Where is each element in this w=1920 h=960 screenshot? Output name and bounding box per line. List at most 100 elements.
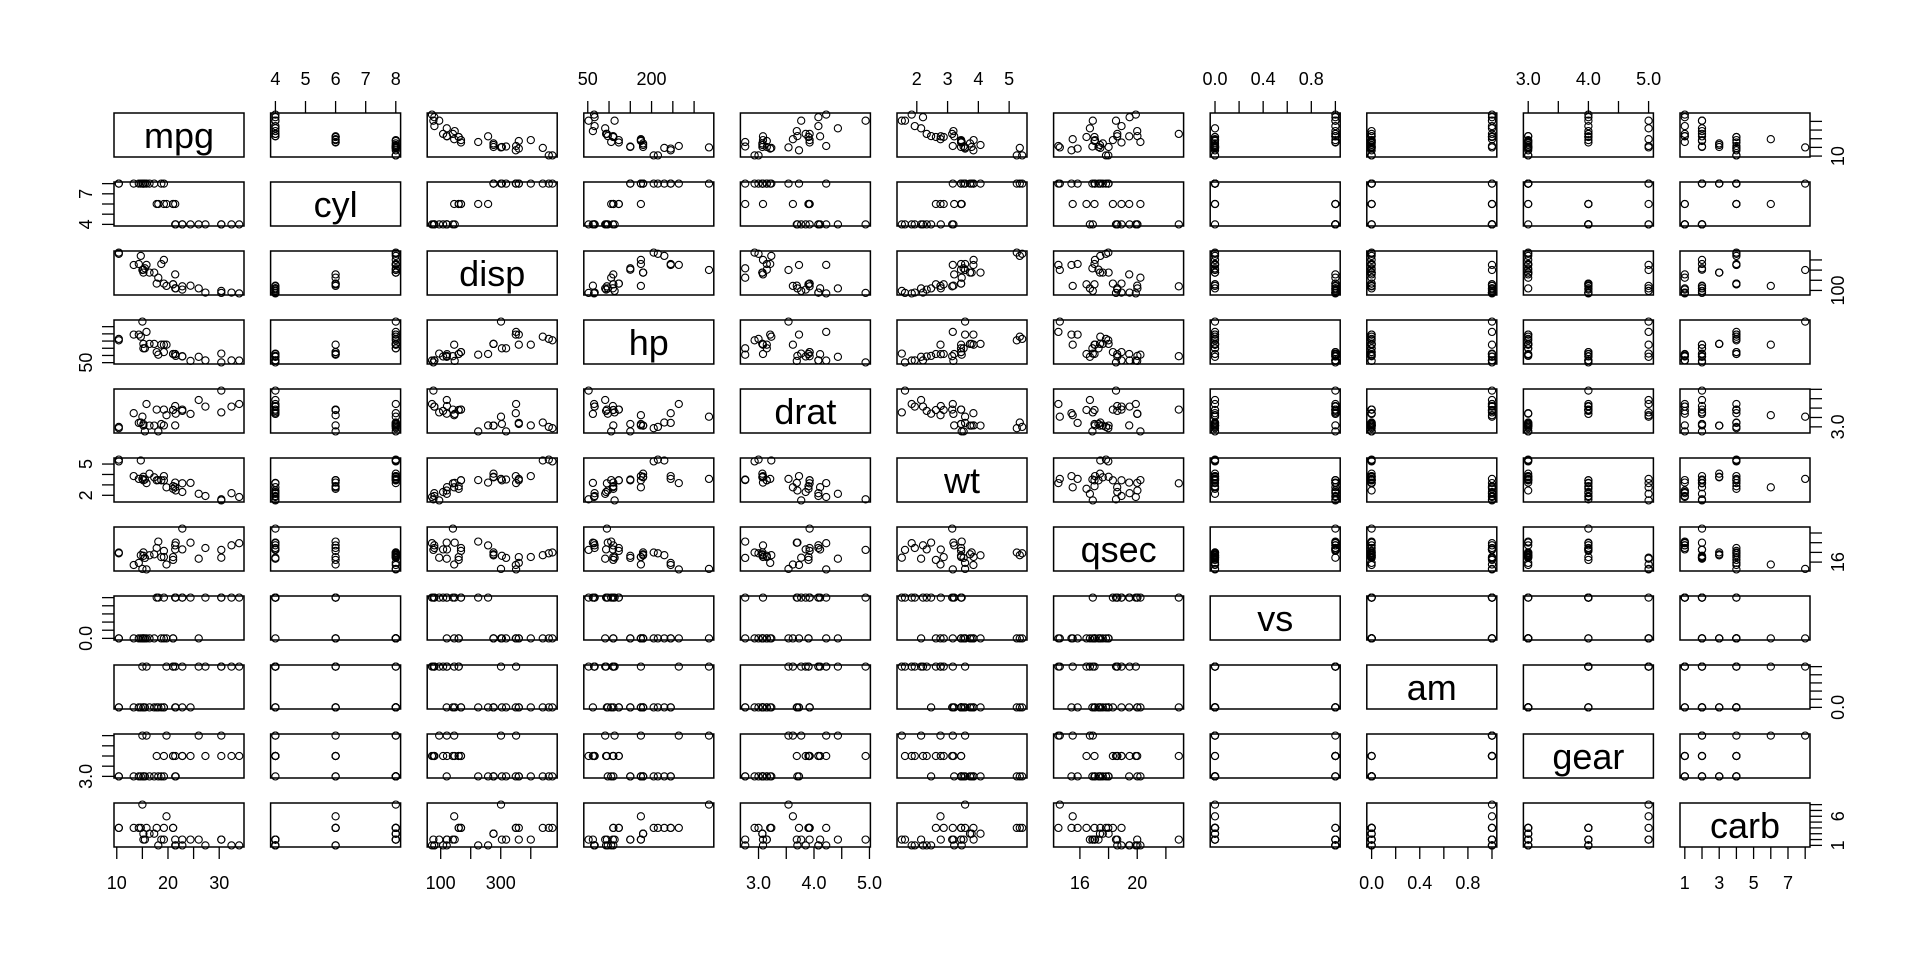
data-point <box>1096 251 1105 261</box>
data-point <box>1108 199 1118 209</box>
data-point <box>1210 829 1220 838</box>
tick-label: 4 <box>270 69 280 89</box>
data-point <box>1067 471 1076 481</box>
data-point <box>1067 330 1076 339</box>
data-point <box>483 841 493 850</box>
data-point <box>235 751 244 761</box>
data-point <box>391 399 400 409</box>
data-point <box>1367 279 1376 288</box>
data-point <box>792 356 801 366</box>
data-point <box>162 340 171 349</box>
data-point <box>1117 138 1126 147</box>
data-point <box>391 772 400 781</box>
data-point <box>1210 731 1220 740</box>
data-point <box>129 179 138 188</box>
data-point <box>758 703 768 712</box>
data-point <box>514 552 523 562</box>
data-point <box>1644 560 1653 569</box>
data-point <box>1104 703 1113 712</box>
tick-label: 20 <box>158 873 178 893</box>
data-point <box>331 703 340 712</box>
data-point <box>1524 332 1533 341</box>
data-point <box>590 593 599 602</box>
data-point <box>454 555 463 565</box>
data-point <box>948 835 957 844</box>
data-point <box>1073 703 1082 712</box>
data-point <box>1088 634 1097 643</box>
data-point <box>1090 340 1100 349</box>
data-point <box>438 751 448 761</box>
data-point <box>767 179 776 188</box>
data-point <box>1584 524 1593 533</box>
panel-frame <box>1366 181 1498 227</box>
data-point <box>814 491 823 501</box>
data-point <box>271 553 280 562</box>
data-point <box>1644 281 1653 291</box>
data-point <box>139 551 148 560</box>
data-point <box>957 273 966 282</box>
data-point <box>649 179 658 188</box>
data-point <box>1732 593 1741 602</box>
data-point <box>1133 772 1142 781</box>
data-point <box>1210 265 1220 275</box>
data-point <box>926 220 936 229</box>
data-point <box>1088 731 1097 740</box>
data-point <box>900 386 910 395</box>
data-point <box>1136 703 1145 712</box>
data-point <box>922 129 931 139</box>
data-point <box>788 634 798 643</box>
data-point <box>1055 179 1064 188</box>
data-point <box>1697 386 1707 395</box>
data-point <box>511 823 521 833</box>
data-point <box>758 199 768 209</box>
panel-hp-vs-drat <box>739 317 872 367</box>
data-point <box>1367 249 1376 258</box>
data-point <box>1697 401 1707 411</box>
data-point <box>1680 273 1689 282</box>
data-point <box>1644 395 1653 405</box>
data-point <box>602 405 612 414</box>
data-point <box>548 336 557 345</box>
data-point <box>1098 179 1107 188</box>
data-point <box>750 179 759 188</box>
data-point <box>1524 478 1533 487</box>
data-point <box>1644 284 1653 293</box>
data-point <box>1732 418 1741 427</box>
data-point <box>435 553 444 562</box>
data-point <box>653 179 663 188</box>
panel-am-vs-mpg <box>113 662 245 712</box>
data-point <box>960 265 970 275</box>
data-point <box>1524 593 1533 602</box>
data-point <box>456 476 466 485</box>
data-point <box>271 284 280 293</box>
data-point <box>271 121 280 131</box>
data-point <box>1210 340 1220 349</box>
data-point <box>526 703 535 712</box>
tick-label: 7 <box>1783 873 1793 893</box>
data-point <box>217 751 226 761</box>
data-point <box>1644 135 1653 144</box>
data-point <box>602 524 612 533</box>
left-axis-vs: 0.0 <box>76 596 114 651</box>
data-point <box>1584 545 1593 554</box>
data-point <box>588 478 598 488</box>
panel-frame <box>1209 664 1341 710</box>
data-point <box>948 327 957 337</box>
panel-hp-vs-qsec <box>1052 317 1185 367</box>
data-point <box>758 772 768 781</box>
data-point <box>626 772 635 781</box>
data-point <box>194 352 203 361</box>
data-point <box>1680 110 1689 119</box>
data-point <box>960 564 970 574</box>
data-point <box>762 142 771 152</box>
data-point <box>1331 703 1340 712</box>
data-point <box>171 662 180 671</box>
panel-frame <box>1522 388 1655 434</box>
data-point <box>1210 317 1220 326</box>
data-point <box>129 260 138 270</box>
panel-gear-vs-carb <box>1679 731 1811 781</box>
data-point <box>152 751 161 761</box>
data-point <box>907 751 916 761</box>
